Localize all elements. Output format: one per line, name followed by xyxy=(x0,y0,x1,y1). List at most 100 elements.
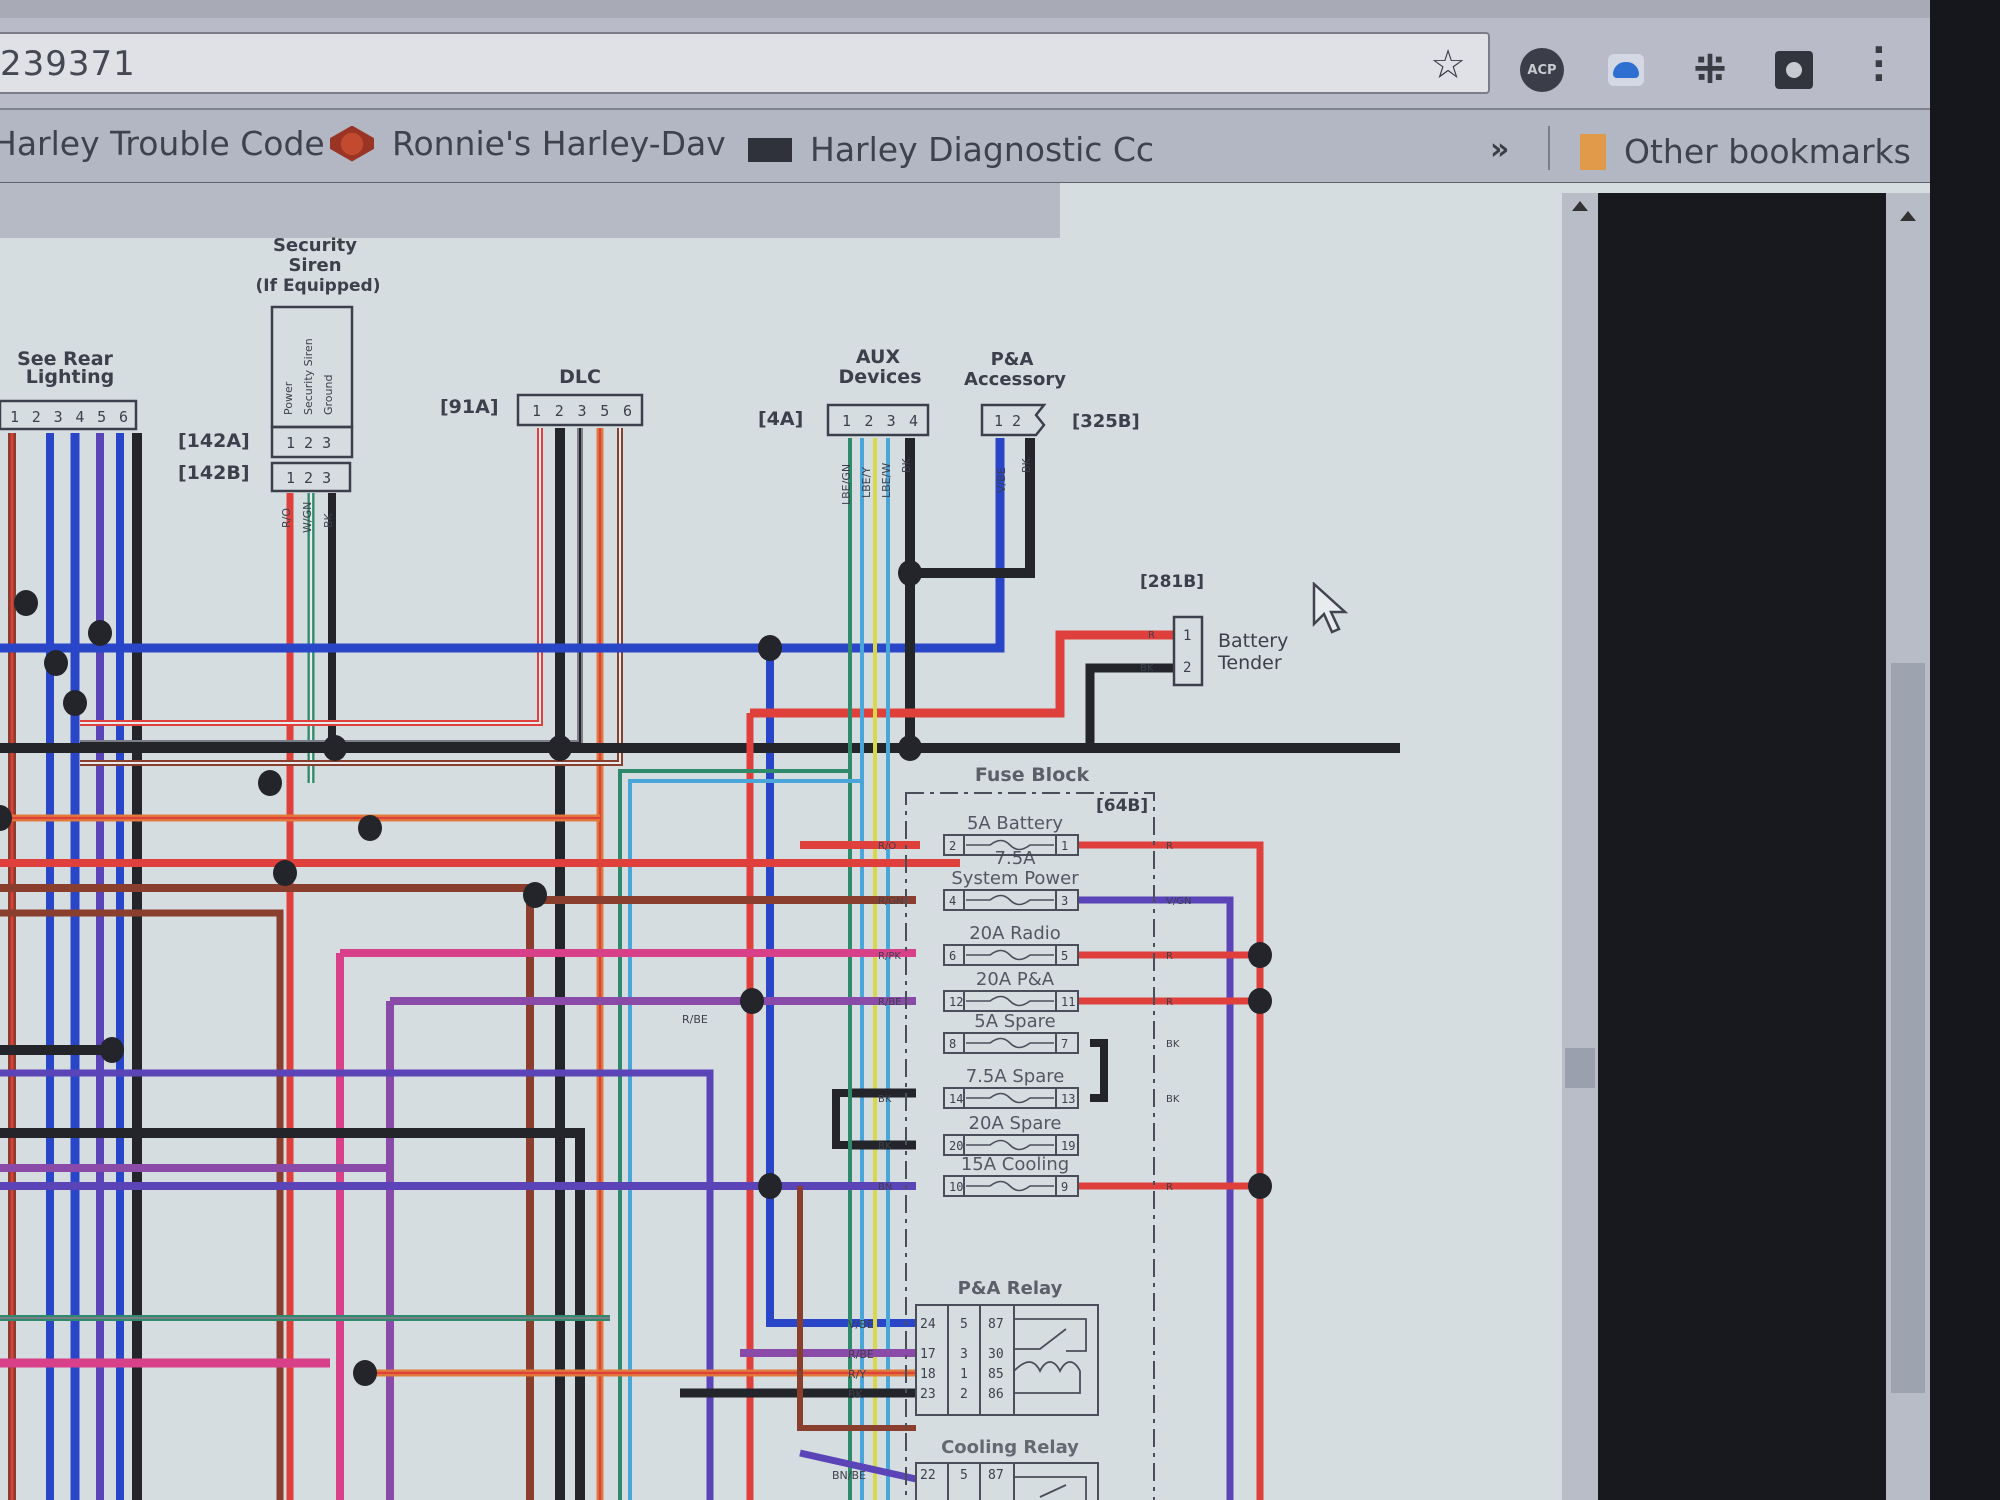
wire-label: R xyxy=(1148,630,1155,641)
wire-label: BK xyxy=(848,1388,864,1401)
fuse-pin-in: 4 xyxy=(949,894,956,908)
other-bookmarks[interactable]: Other bookmarks xyxy=(1580,132,1911,171)
relay-term: 2 xyxy=(960,1387,968,1402)
splice-dot xyxy=(758,1173,782,1199)
scrollbar-thumb[interactable] xyxy=(1891,663,1925,1393)
side-panel xyxy=(1598,193,1886,1500)
cooling-relay-num: 87 xyxy=(988,1468,1004,1483)
monitor-bezel xyxy=(1930,0,2000,1500)
cooling-relay[interactable]: Cooling Relay 22 5 87 BN/BE xyxy=(832,1437,1099,1500)
dlc-wire-5-stripe xyxy=(80,428,621,764)
rear-lighting-connector[interactable]: See Rear Lighting 1 2 3 4 5 6 xyxy=(0,348,138,431)
splice-dot xyxy=(523,882,547,908)
page-scrollbar[interactable] xyxy=(1886,193,1930,1500)
relay-pin: 17 xyxy=(920,1347,936,1362)
more-bookmarks-chevron-icon[interactable]: » xyxy=(1490,132,1510,167)
monitor-screen: 239371 ☆ ACP ⁜ ··· Harley Trouble Code R… xyxy=(0,0,1930,1500)
siren-pins-a: 1 2 3 xyxy=(286,434,331,452)
scrollbar-thumb[interactable] xyxy=(1565,1048,1595,1088)
puzzle-extension-icon[interactable]: ⁜ xyxy=(1693,47,1727,93)
fuse-pin-in: 14 xyxy=(949,1092,963,1106)
fuse-label: 7.5A Spare xyxy=(966,1066,1065,1087)
dlc-connector-id: [91A] xyxy=(440,396,499,418)
aux-pins: 1 2 3 4 xyxy=(842,412,918,430)
splice-dot xyxy=(44,650,68,676)
bookmark-ronnies-harley[interactable]: Ronnie's Harley-Dav xyxy=(330,124,726,163)
wire-label: V/BE xyxy=(995,467,1008,493)
scroll-up-icon[interactable] xyxy=(1572,201,1588,211)
splice-dot xyxy=(323,735,347,761)
bookmark-harley-diagnostic[interactable]: Harley Diagnostic Cc xyxy=(748,130,1154,169)
tender-title-1: Battery xyxy=(1218,630,1288,652)
pa-relay[interactable]: P&A Relay xyxy=(915,1278,1099,1416)
splice-dot xyxy=(100,1037,124,1063)
acp-extension-icon[interactable]: ACP xyxy=(1520,48,1564,92)
splice-dot xyxy=(14,590,38,616)
aux-route-1 xyxy=(618,769,850,1500)
wire-label: LBE/W xyxy=(880,463,893,498)
fuse-pin-in: 20 xyxy=(949,1139,963,1153)
relay-num: 86 xyxy=(988,1387,1004,1402)
fuse-symbol-icon xyxy=(966,1180,1054,1192)
wire-label: BK xyxy=(1166,1094,1180,1105)
bookmark-label: Harley Trouble Code xyxy=(0,124,325,163)
wire-label: R/O xyxy=(280,508,293,528)
relay-pin: 18 xyxy=(920,1367,936,1382)
star-icon[interactable]: ☆ xyxy=(1430,42,1466,88)
dlc-connector[interactable]: DLC 1 2 3 5 6 [91A] xyxy=(440,366,644,427)
aux-devices-connector[interactable]: AUX Devices 1 2 3 4 [4A] LBE/GN LBE/Y LB… xyxy=(758,346,930,505)
wire-label: R/PK xyxy=(878,951,901,962)
bookmark-label: Ronnie's Harley-Dav xyxy=(392,124,726,163)
tender-pin-2: 2 xyxy=(1183,660,1191,676)
fuse-out-bus xyxy=(1075,841,1264,1500)
wire-label: V/GN xyxy=(1166,896,1191,907)
splice-dot xyxy=(898,735,922,761)
wire-label: R/Y xyxy=(848,1368,866,1381)
relay-term: 1 xyxy=(960,1367,968,1382)
siren-connector-b: [142B] xyxy=(178,462,250,484)
splice-dot xyxy=(88,620,112,646)
siren-pin-signal: Security Siren xyxy=(302,338,315,415)
fuse-symbol-icon xyxy=(966,839,1054,851)
fuse-label: 20A P&A xyxy=(976,969,1055,990)
wire-label: BN xyxy=(878,1182,892,1193)
relay-pin: 24 xyxy=(920,1317,936,1332)
address-bar[interactable]: 239371 ☆ xyxy=(0,32,1490,94)
scroll-up-icon[interactable] xyxy=(1900,211,1916,221)
battery-tender-connector[interactable]: [281B] 1 2 Battery Tender R BK xyxy=(1140,572,1288,687)
pa-title-2: Accessory xyxy=(964,369,1066,390)
fuse-label: 20A Radio xyxy=(969,923,1061,944)
fuse-block[interactable]: Fuse Block [64B] xyxy=(905,764,1155,1500)
fuse-block-connector: [64B] xyxy=(1096,796,1148,816)
dlc-wire-1-stripe xyxy=(80,428,541,724)
bookmark-harley-trouble-code[interactable]: Harley Trouble Code xyxy=(0,124,325,163)
mouse-cursor-icon xyxy=(1312,582,1349,634)
rear-lighting-title-1: See Rear xyxy=(17,348,113,370)
wire-label: R xyxy=(1166,951,1173,962)
security-siren-connector[interactable]: Security Siren (If Equipped) Power Secur… xyxy=(178,235,380,533)
wire-label: W/GN xyxy=(301,502,314,533)
wire-label: BK xyxy=(1166,1039,1180,1050)
cloud-extension-icon[interactable] xyxy=(1604,48,1648,92)
menu-icon[interactable]: ··· xyxy=(1872,30,1886,99)
pa-title-1: P&A xyxy=(991,349,1034,370)
address-text[interactable]: 239371 xyxy=(0,44,136,84)
aux-title-2: Devices xyxy=(838,366,921,388)
wire-label: BK xyxy=(322,512,335,528)
splice-dot xyxy=(0,805,12,831)
violet-cooling xyxy=(799,1449,917,1483)
relay-num: 85 xyxy=(988,1367,1004,1382)
camera-extension-icon[interactable] xyxy=(1772,48,1816,92)
pa-accessory-connector[interactable]: P&A Accessory 1 2 [325B] V/BE BK xyxy=(964,349,1140,493)
aux-title-1: AUX xyxy=(856,346,901,368)
diagram-scrollbar[interactable] xyxy=(1562,193,1598,1500)
